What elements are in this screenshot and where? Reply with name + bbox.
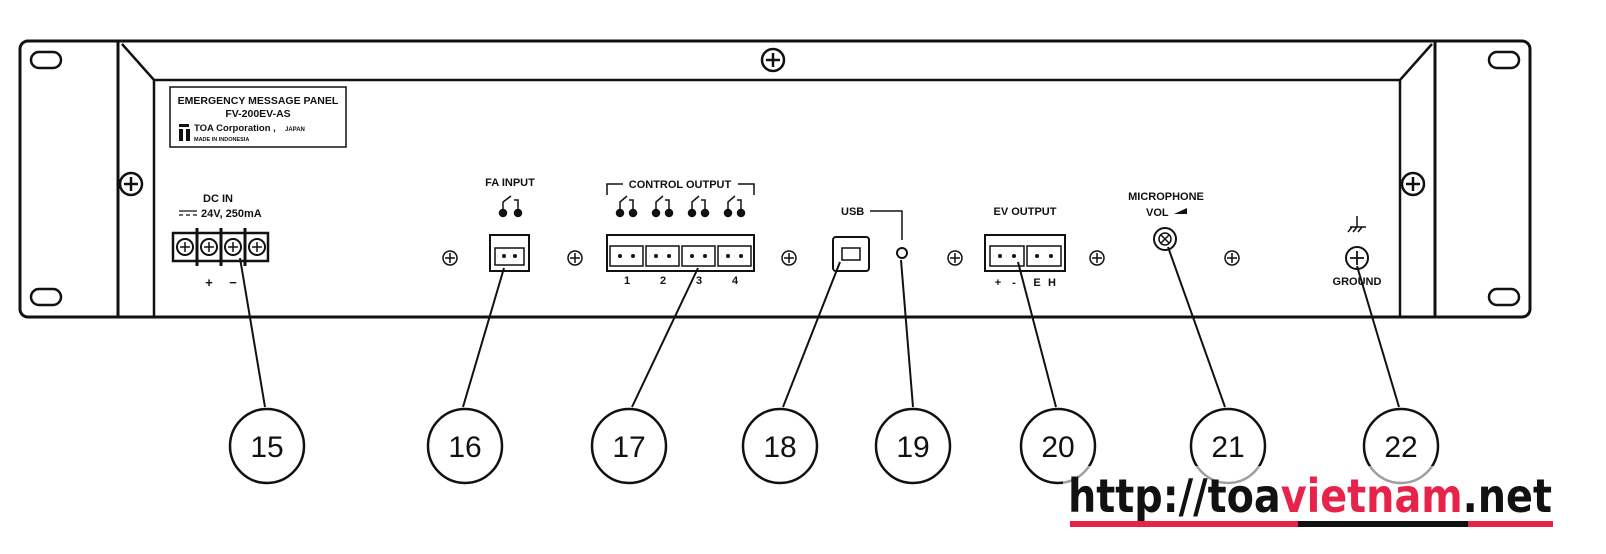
dc-symbol-icon <box>179 210 197 216</box>
svg-text:18: 18 <box>763 431 796 464</box>
ev-output-connector: EV OUTPUT + - E H <box>984 206 1066 289</box>
dc-plus-label: + <box>205 275 213 290</box>
ev-minus-label: - <box>1012 277 1016 289</box>
nameplate-made-in: MADE IN INDONESIA <box>194 137 249 143</box>
callout-leader-lines <box>239 246 1400 408</box>
watermark-bar-middle <box>1298 521 1468 527</box>
volume-ramp-icon <box>1174 208 1187 214</box>
dc-in-terminal: DC IN 24V, 250mA + − <box>171 193 270 290</box>
nameplate: EMERGENCY MESSAGE PANEL FV-200EV-AS TOA … <box>169 86 347 148</box>
callout-21: 21 <box>1189 407 1267 485</box>
nameplate-title: EMERGENCY MESSAGE PANEL <box>178 95 339 107</box>
ev-plus-label: + <box>995 277 1001 289</box>
small-screw-icons <box>442 250 1240 266</box>
callout-16: 16 <box>426 407 504 485</box>
microphone-volume: MICROPHONE VOL <box>1128 191 1204 251</box>
co-1-label: 1 <box>624 275 630 287</box>
watermark-bar-left <box>1070 521 1298 527</box>
svg-text:19: 19 <box>896 431 929 464</box>
watermark-bar-right <box>1468 521 1553 527</box>
watermark-url: http://toavietnam.net <box>1068 469 1552 523</box>
fa-input-label: FA INPUT <box>485 177 535 189</box>
microphone-label: MICROPHONE <box>1128 191 1204 203</box>
toa-logo <box>179 124 190 141</box>
svg-text:15: 15 <box>250 431 283 464</box>
mount-screw-icons <box>118 47 1426 197</box>
co-2-label: 2 <box>660 275 666 287</box>
chassis <box>18 39 1532 319</box>
control-output-label: CONTROL OUTPUT <box>629 179 732 191</box>
dc-rating-label: 24V, 250mA <box>201 208 262 220</box>
usb-port: USB <box>832 206 908 272</box>
svg-text:21: 21 <box>1211 431 1244 464</box>
callout-17: 17 <box>590 407 668 485</box>
callout-20: 20 <box>1019 407 1097 485</box>
callouts: 15 16 17 18 19 20 21 22 <box>228 407 1440 485</box>
dc-minus-label: − <box>229 275 237 290</box>
nameplate-country: JAPAN <box>285 127 305 133</box>
svg-text:16: 16 <box>448 431 481 464</box>
ev-h-label: H <box>1048 277 1056 289</box>
nameplate-maker: TOA Corporation , <box>194 123 276 134</box>
relay-contact-icon <box>498 195 523 218</box>
co-3-label: 3 <box>696 275 702 287</box>
ev-output-label: EV OUTPUT <box>994 206 1057 218</box>
watermark: http://toavietnam.net <box>1063 466 1553 527</box>
ground-label: GROUND <box>1333 276 1382 288</box>
callout-19: 19 <box>874 407 952 485</box>
co-4-label: 4 <box>732 275 739 287</box>
svg-text:22: 22 <box>1384 431 1417 464</box>
fa-input-connector: FA INPUT <box>485 177 535 272</box>
vol-label: VOL <box>1146 207 1169 219</box>
svg-text:20: 20 <box>1041 431 1074 464</box>
svg-text:17: 17 <box>612 431 645 464</box>
ground-terminal: GROUND <box>1333 216 1382 288</box>
nameplate-model: FV-200EV-AS <box>225 108 290 120</box>
control-output-connectors: CONTROL OUTPUT 1 2 3 4 <box>606 179 755 287</box>
ev-e-label: E <box>1033 277 1040 289</box>
led-indicator-icon <box>896 247 908 259</box>
usb-label: USB <box>841 206 864 218</box>
ground-symbol-icon <box>1347 216 1366 233</box>
dc-in-label: DC IN <box>203 193 233 205</box>
callout-15: 15 <box>228 407 306 485</box>
callout-18: 18 <box>741 407 819 485</box>
rack-slots <box>29 50 1521 307</box>
